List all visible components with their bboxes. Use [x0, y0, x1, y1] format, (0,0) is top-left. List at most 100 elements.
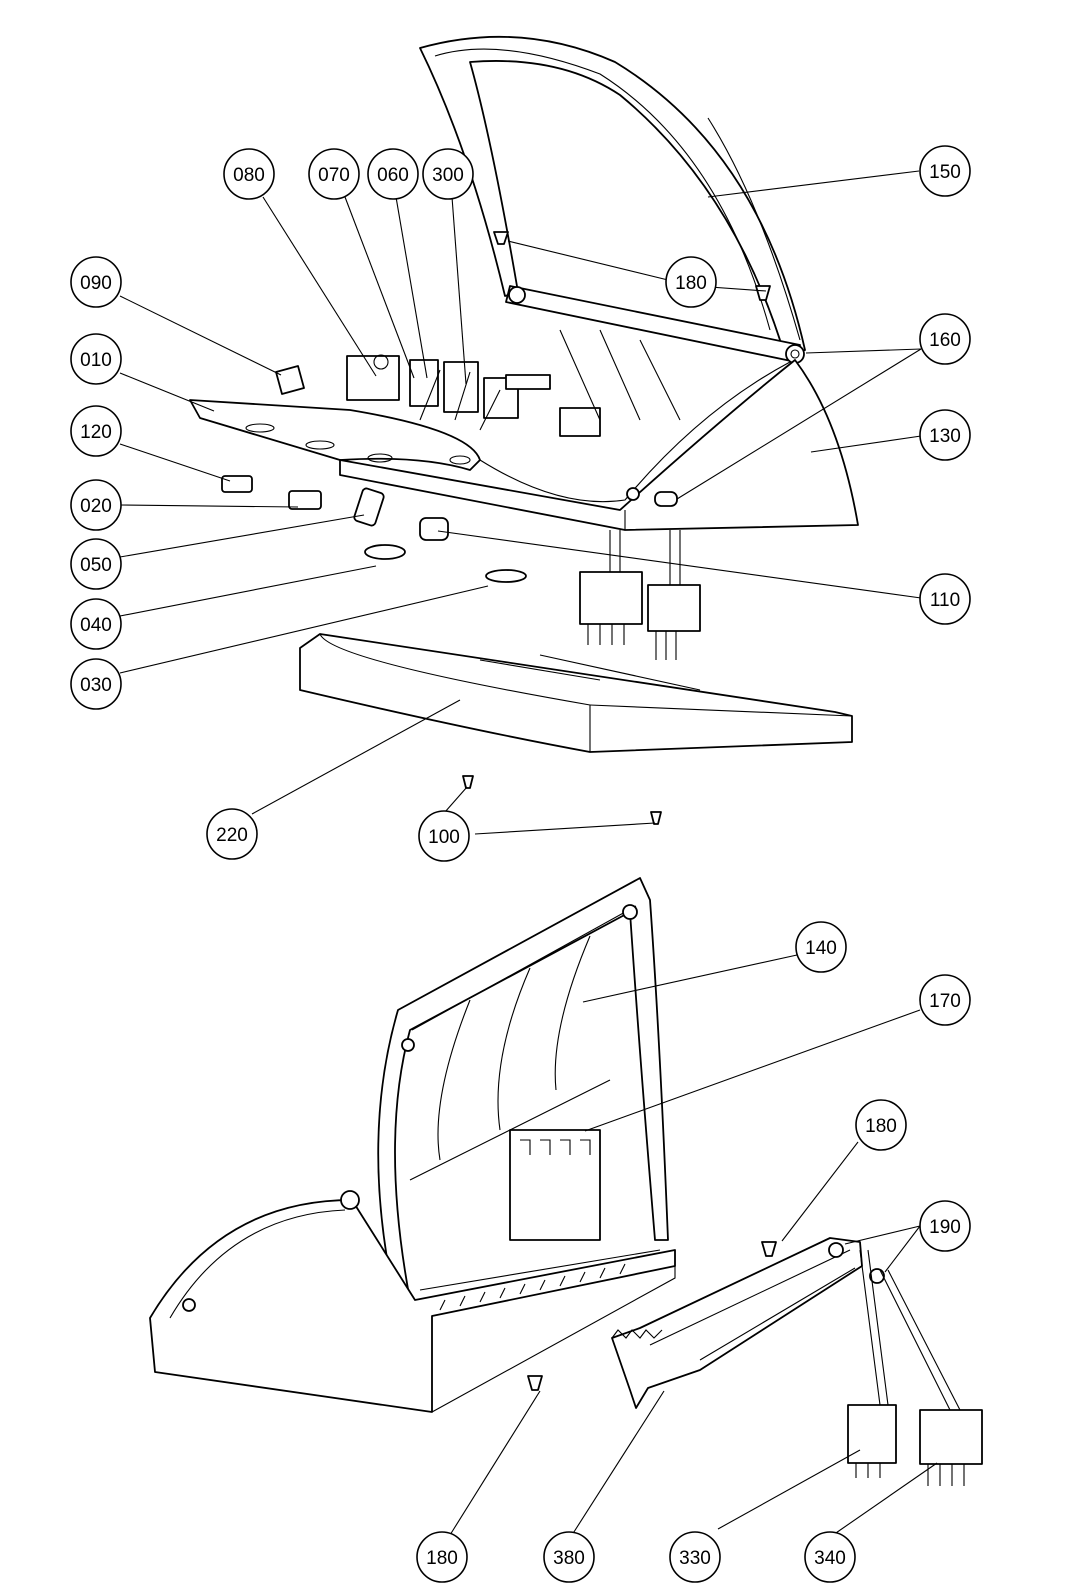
callout-label: 150 [929, 162, 961, 183]
part-120 [221, 475, 253, 493]
callout-circle [543, 1531, 595, 1583]
callout-340: 340 [804, 1531, 856, 1583]
part-160-pin [654, 491, 678, 507]
part-010-plate [189, 399, 481, 471]
callout-label: 300 [432, 165, 464, 186]
top-assembly [189, 35, 859, 825]
part-180-screw-a [493, 231, 509, 245]
callout-circle [665, 256, 717, 308]
callout-label: 340 [814, 1548, 846, 1569]
callout-circle [70, 598, 122, 650]
callout-label: 090 [80, 273, 112, 294]
callout-160: 160 [919, 313, 971, 365]
part-380-rail [611, 1237, 863, 1409]
part-110 [419, 517, 449, 541]
callout-label: 170 [929, 991, 961, 1012]
top-connectors [579, 530, 701, 660]
callout-label: 070 [318, 165, 350, 186]
callout-circle [70, 479, 122, 531]
part-040 [364, 544, 406, 560]
callout-circle [367, 148, 419, 200]
part-180-screws-bottom [527, 1241, 777, 1391]
callout-circle [70, 658, 122, 710]
callout-circle [919, 313, 971, 365]
callout-130: 130 [919, 409, 971, 461]
callout-circle [70, 333, 122, 385]
callout-180c: 180 [416, 1531, 468, 1583]
part-100-screws [462, 775, 662, 825]
callout-circle [804, 1531, 856, 1583]
callout-circle [795, 921, 847, 973]
callout-circle [308, 148, 360, 200]
callout-label: 110 [930, 590, 960, 611]
callout-180a: 180 [665, 256, 717, 308]
callout-040: 040 [70, 598, 122, 650]
callout-020: 020 [70, 479, 122, 531]
small-parts [221, 231, 771, 583]
part-050 [353, 487, 385, 527]
callout-circle [416, 1531, 468, 1583]
callout-330: 330 [669, 1531, 721, 1583]
part-020 [288, 490, 322, 510]
callout-label: 060 [377, 165, 409, 186]
callout-circle [919, 145, 971, 197]
callout-label: 220 [216, 825, 248, 846]
part-140-frame [377, 877, 669, 1301]
interior-components [346, 329, 681, 437]
callout-label: 180 [426, 1548, 458, 1569]
bottom-housing [149, 1190, 676, 1413]
callout-060: 060 [367, 148, 419, 200]
part-170-block [509, 1129, 601, 1241]
callout-circle [206, 808, 258, 860]
part-030 [485, 569, 527, 583]
part-220-base [299, 633, 853, 753]
callout-070: 070 [308, 148, 360, 200]
callout-110: 110 [919, 573, 971, 625]
callout-300: 300 [422, 148, 474, 200]
callout-circle [919, 409, 971, 461]
callout-label: 180 [675, 273, 707, 294]
callout-label: 050 [80, 555, 112, 576]
callout-label: 100 [428, 827, 460, 848]
callout-circle [855, 1099, 907, 1151]
callout-170: 170 [919, 974, 971, 1026]
part-190-cable [828, 1242, 961, 1411]
callout-circle [70, 256, 122, 308]
part-150-cover [419, 35, 806, 357]
callout-label: 080 [233, 165, 265, 186]
callout-label: 330 [679, 1548, 711, 1569]
bottom-assembly [149, 877, 983, 1486]
callout-circle [418, 810, 470, 862]
callout-label: 010 [80, 350, 112, 371]
callout-label: 120 [80, 422, 112, 443]
callout-090: 090 [70, 256, 122, 308]
callout-080: 080 [223, 148, 275, 200]
part-330-340-plugs [847, 1404, 983, 1486]
callout-label: 030 [80, 675, 112, 696]
callout-140: 140 [795, 921, 847, 973]
callout-120: 120 [70, 405, 122, 457]
callout-circle [422, 148, 474, 200]
callout-layer: 080 070 060 300 150 090 180 010 160 120 130 020 050 1… [70, 145, 971, 1583]
callout-label: 040 [80, 615, 112, 636]
part-130-housing [339, 359, 859, 531]
callout-circle [70, 538, 122, 590]
callout-label: 180 [865, 1116, 897, 1137]
callout-circle [919, 974, 971, 1026]
callout-circle [70, 405, 122, 457]
part-090 [275, 365, 305, 395]
callout-380: 380 [543, 1531, 595, 1583]
callout-circle [919, 573, 971, 625]
callout-label: 190 [929, 1217, 961, 1238]
callout-150: 150 [919, 145, 971, 197]
callout-label: 130 [929, 426, 961, 447]
callout-220: 220 [206, 808, 258, 860]
callout-label: 380 [553, 1548, 585, 1569]
callout-label: 160 [929, 330, 961, 351]
callout-circle [669, 1531, 721, 1583]
callout-100: 100 [418, 810, 470, 862]
callout-label: 020 [80, 496, 112, 517]
callout-circle [919, 1200, 971, 1252]
